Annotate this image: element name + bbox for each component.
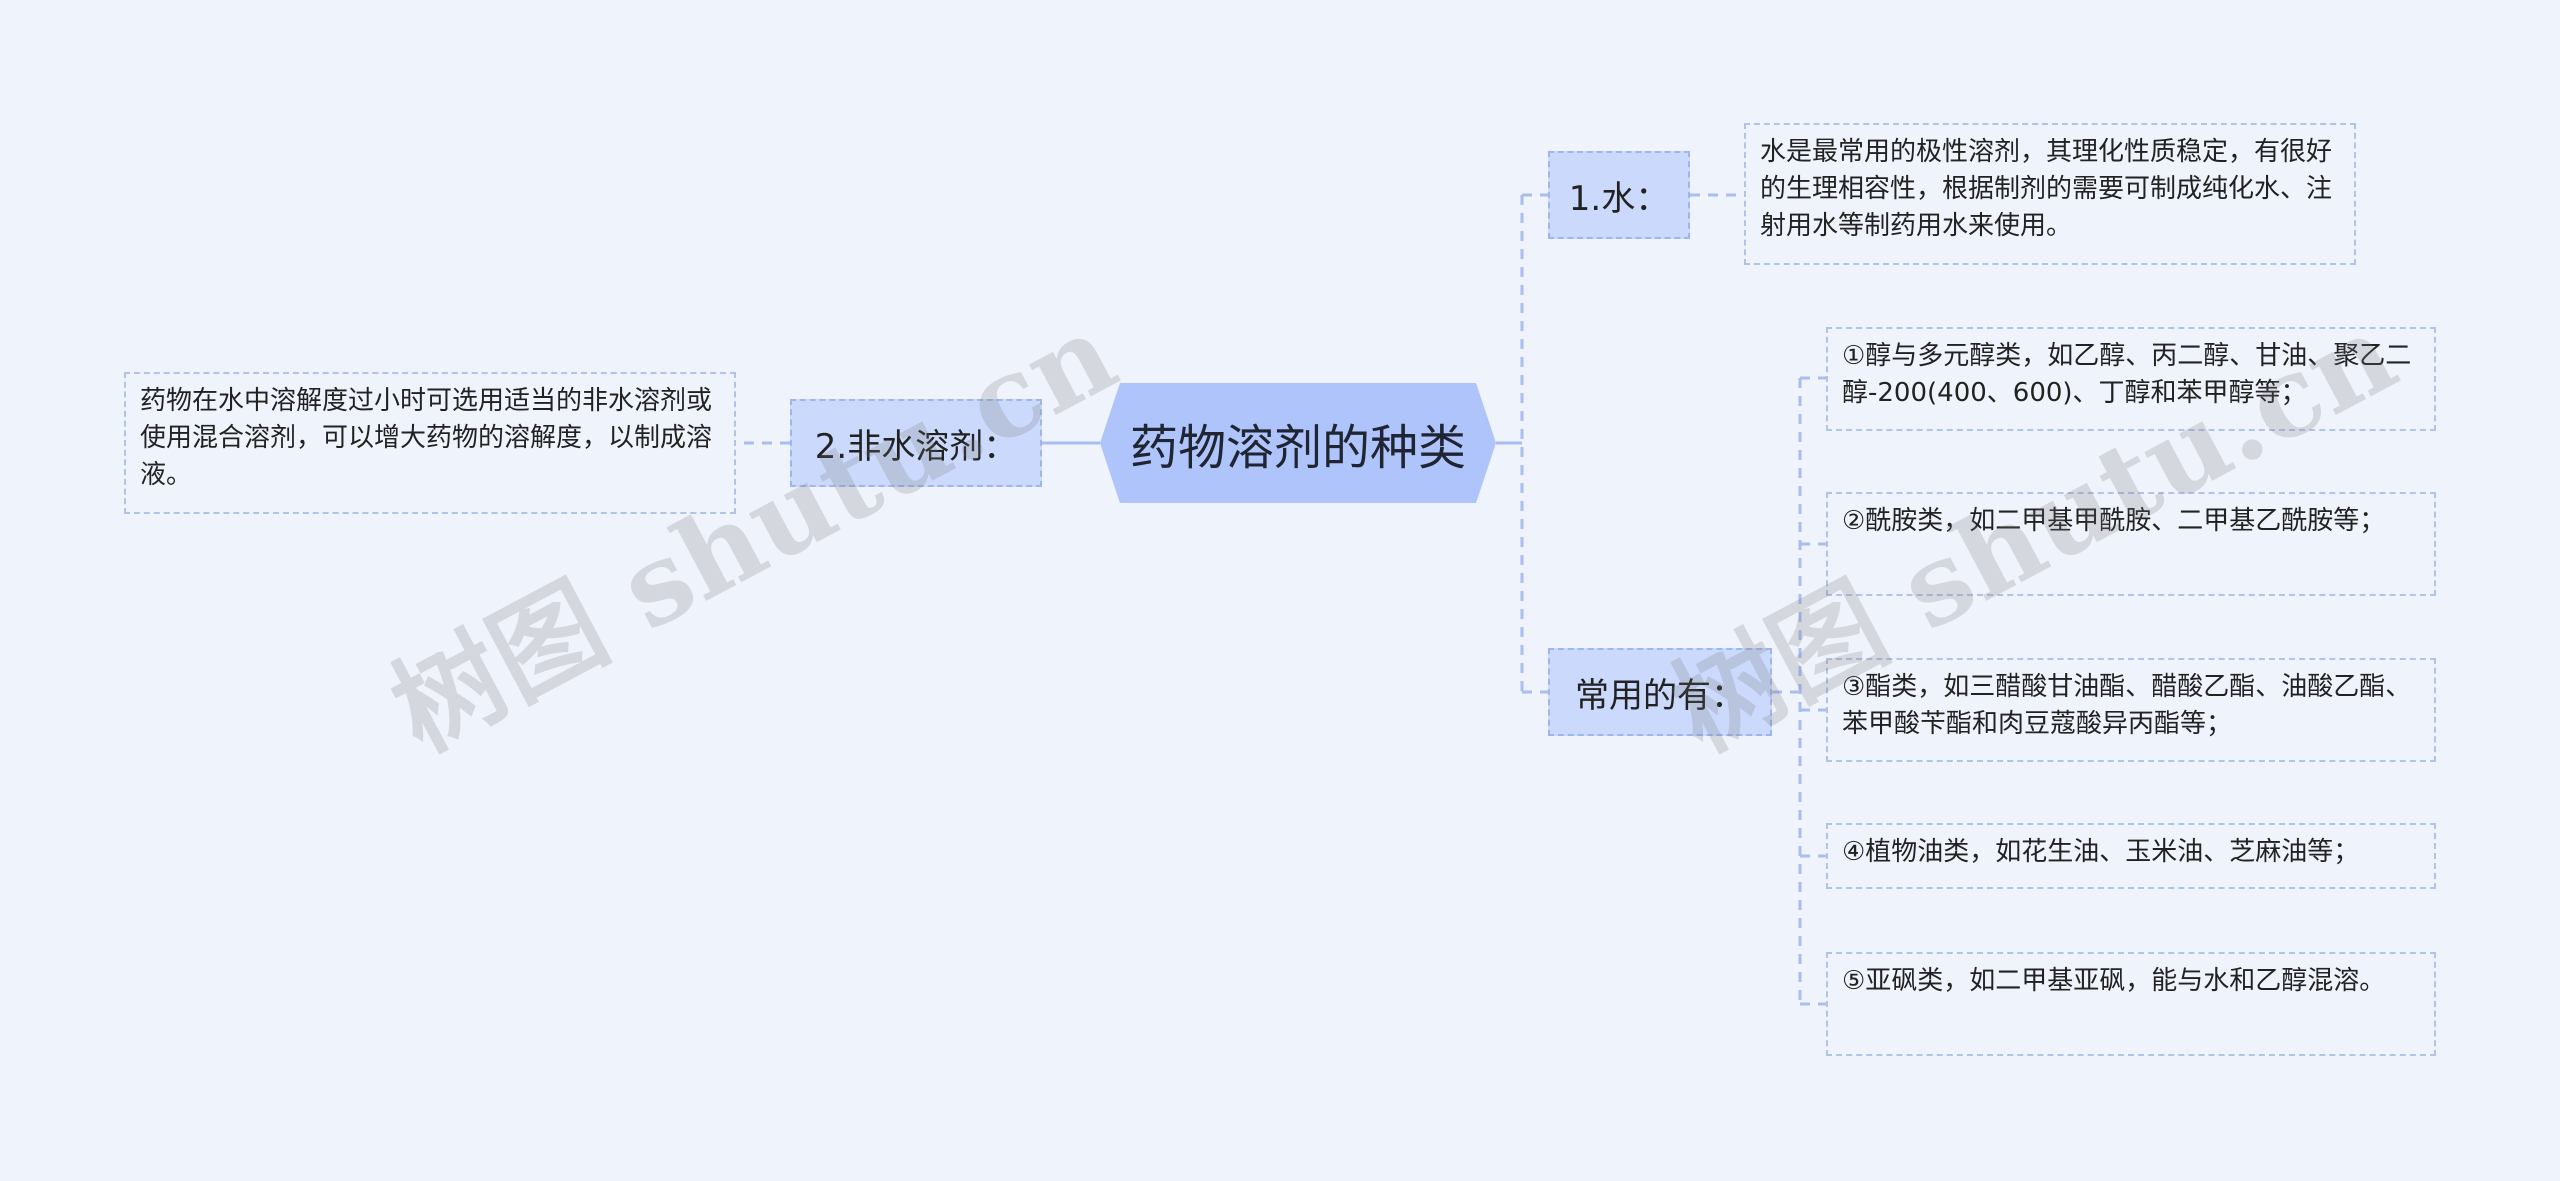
root-node[interactable]: 药物溶剂的种类 [1100,383,1496,503]
branch-water[interactable]: 1.水： [1548,151,1690,239]
common-item-1[interactable]: ①醇与多元醇类，如乙醇、丙二醇、甘油、聚乙二醇-200(400、600)、丁醇和… [1826,327,2436,431]
branch-water-label: 1.水： [1568,178,1670,219]
branch-non-aqueous[interactable]: 2.非水溶剂： [790,399,1042,487]
common-item-4[interactable]: ④植物油类，如花生油、玉米油、芝麻油等； [1826,823,2436,889]
branch-common-label: 常用的有： [1575,675,1745,716]
common-item-3[interactable]: ③酯类，如三醋酸甘油酯、醋酸乙酯、油酸乙酯、苯甲酸苄酯和肉豆蔻酸异丙酯等； [1826,658,2436,762]
water-detail[interactable]: 水是最常用的极性溶剂，其理化性质稳定，有很好的生理相容性，根据制剂的需要可制成纯… [1744,123,2356,265]
non-aqueous-detail[interactable]: 药物在水中溶解度过小时可选用适当的非水溶剂或使用混合溶剂，可以增大药物的溶解度，… [124,372,736,514]
common-item-2[interactable]: ②酰胺类，如二甲基甲酰胺、二甲基乙酰胺等； [1826,492,2436,596]
common-item-5[interactable]: ⑤亚砜类，如二甲基亚砜，能与水和乙醇混溶。 [1826,952,2436,1056]
branch-non-aqueous-label: 2.非水溶剂： [814,426,1018,467]
branch-common[interactable]: 常用的有： [1548,648,1772,736]
